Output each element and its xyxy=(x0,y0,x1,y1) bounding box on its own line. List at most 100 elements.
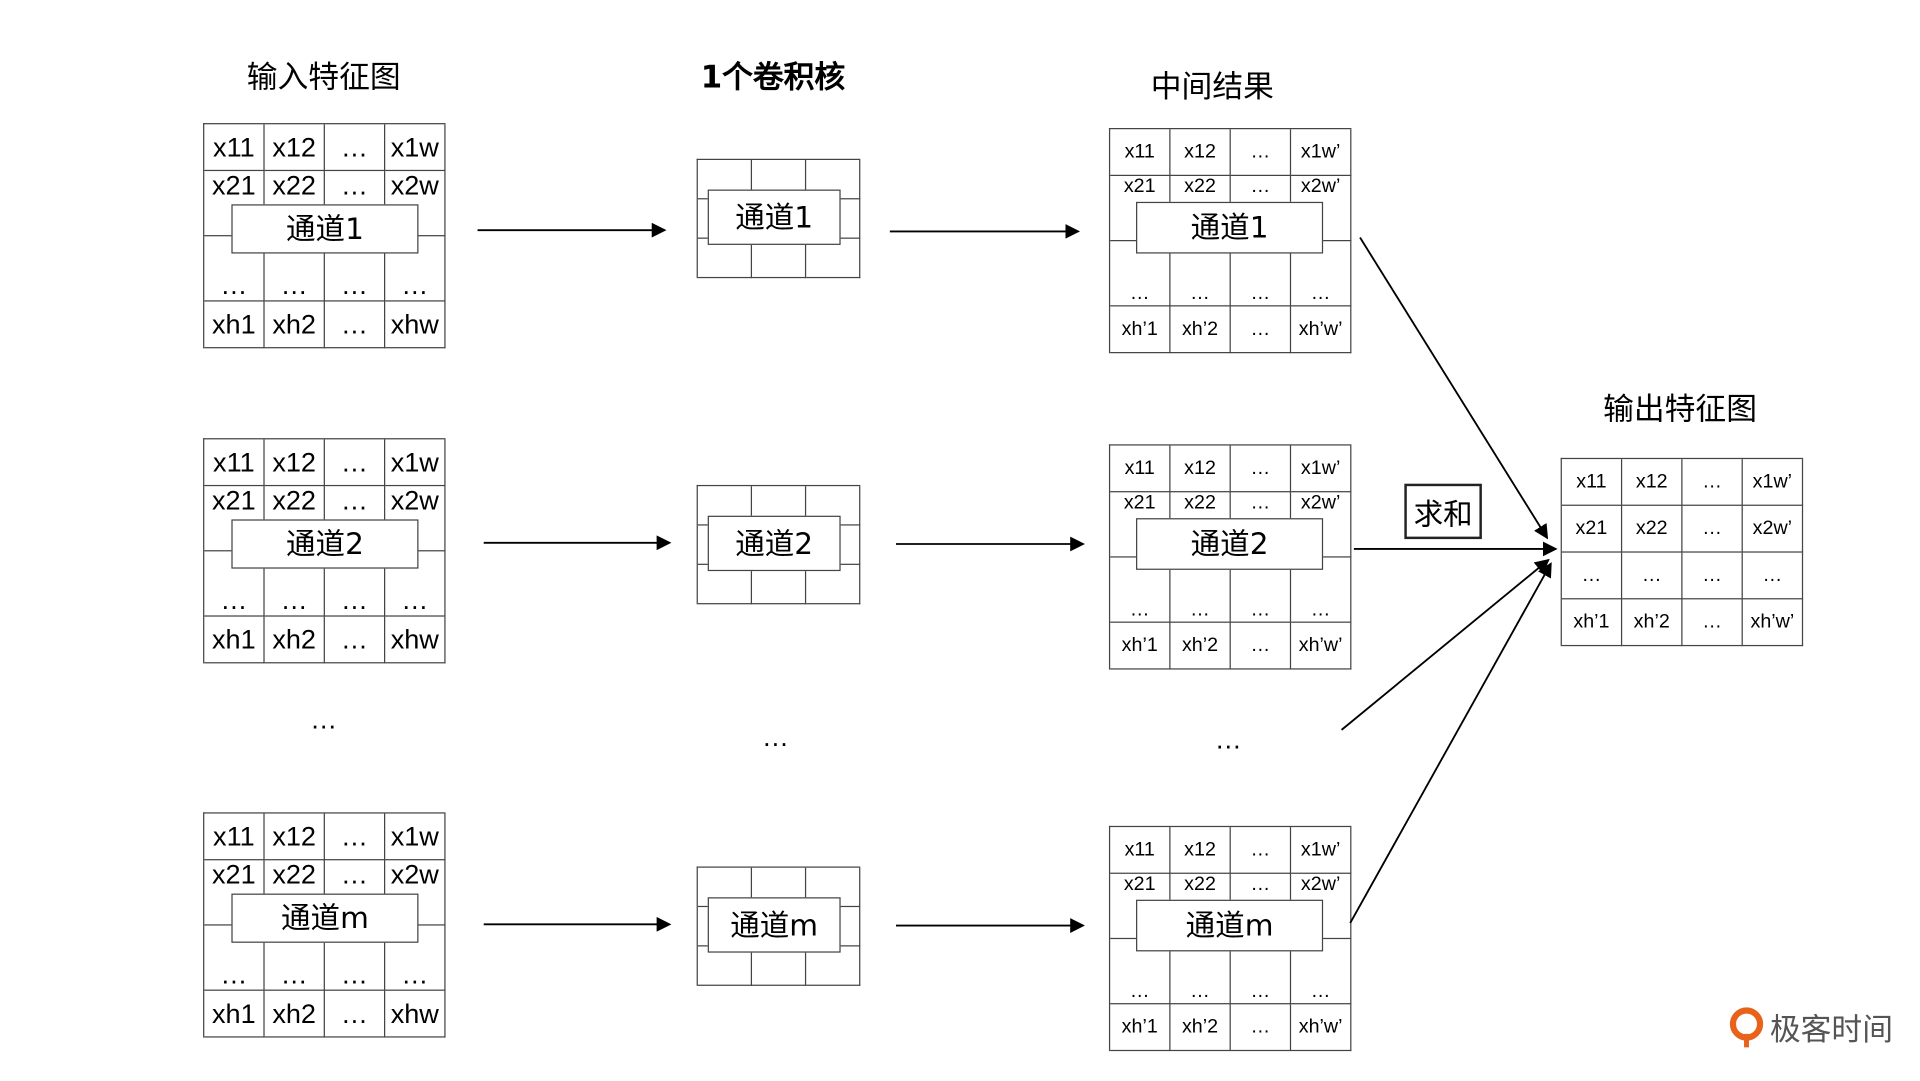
grid-cell: … xyxy=(1682,505,1743,553)
grid-cell: … xyxy=(1230,129,1292,177)
grid-cell: x21 xyxy=(204,171,265,237)
grid-cell: x12 xyxy=(264,124,325,172)
grid-cell: x11 xyxy=(204,813,265,861)
grid-cell: xh’1 xyxy=(1110,622,1171,670)
grid-cell: xh1 xyxy=(204,616,265,664)
arrow xyxy=(1349,562,1552,924)
grid-cell: xh2 xyxy=(264,301,325,349)
input-channel-label: 通道2 xyxy=(231,519,419,569)
arrow xyxy=(1340,558,1550,731)
ellipsis-kernel: … xyxy=(761,721,789,753)
grid-cell: xh’1 xyxy=(1561,599,1623,647)
grid-cell: … xyxy=(204,551,265,617)
grid-cell: xh’w’ xyxy=(1291,622,1352,670)
grid-cell: x1w’ xyxy=(1291,445,1352,493)
grid-cell: x1w’ xyxy=(1291,827,1352,874)
grid-cell: x12 xyxy=(1170,129,1231,177)
grid-cell: … xyxy=(1682,459,1743,506)
grid-cell xyxy=(752,238,807,279)
grid-cell: … xyxy=(204,236,265,302)
grid-cell: … xyxy=(1291,241,1352,307)
grid-cell: x21 xyxy=(204,860,265,926)
grid-cell: … xyxy=(1622,552,1683,600)
grid-cell: … xyxy=(324,439,386,487)
grid-cell: … xyxy=(324,551,386,617)
grid-cell: x12 xyxy=(264,439,325,487)
kernel-channel-label: 通道1 xyxy=(707,189,841,245)
grid-cell: x1w’ xyxy=(1742,459,1804,506)
grid-cell: xh2 xyxy=(264,990,325,1038)
grid-cell: xh’2 xyxy=(1170,622,1231,670)
grid-cell: … xyxy=(264,236,325,302)
grid-cell: … xyxy=(264,551,325,617)
grid-cell: … xyxy=(1170,241,1231,307)
grid-cell: … xyxy=(1682,552,1743,600)
grid-cell: x1w’ xyxy=(1291,129,1352,177)
title-output-feature-map: 输出特征图 xyxy=(1603,391,1757,428)
input-channel-label: 通道m xyxy=(231,893,419,943)
grid-cell: … xyxy=(324,813,386,861)
grid-cell: … xyxy=(1230,827,1292,874)
grid-cell: xh’w’ xyxy=(1291,1004,1352,1052)
grid-cell: xhw xyxy=(385,616,446,664)
grid-cell xyxy=(697,564,753,605)
logo-text: 极客时间 xyxy=(1769,1011,1893,1048)
grid-cell: x2w xyxy=(385,486,446,552)
grid-cell: xhw xyxy=(385,990,446,1038)
grid-cell: … xyxy=(1230,622,1292,670)
grid-cell: x22 xyxy=(1622,505,1683,553)
grid-cell: … xyxy=(324,616,386,664)
grid-cell: … xyxy=(1230,306,1292,354)
grid-cell: xh’1 xyxy=(1110,306,1171,354)
grid-cell xyxy=(806,238,861,279)
grid-cell: x2w’ xyxy=(1742,505,1804,553)
grid-cell: xh1 xyxy=(204,990,265,1038)
grid-cell: … xyxy=(1170,939,1231,1005)
grid-cell: x11 xyxy=(1110,129,1171,177)
input-channel-label: 通道1 xyxy=(231,204,419,254)
grid-cell xyxy=(697,238,753,279)
grid-cell: … xyxy=(264,925,325,991)
grid-cell: xh’2 xyxy=(1622,599,1683,647)
logo-icon xyxy=(1729,1007,1764,1048)
grid-cell: xh’2 xyxy=(1170,306,1231,354)
grid-cell: … xyxy=(1110,557,1171,623)
grid-cell: … xyxy=(1230,557,1292,623)
grid-cell: … xyxy=(1291,939,1352,1005)
grid-cell: … xyxy=(324,124,386,172)
grid-cell: xh2 xyxy=(264,616,325,664)
grid-cell: x21 xyxy=(1561,505,1623,553)
grid-cell: … xyxy=(324,236,386,302)
grid-cell: x12 xyxy=(1170,827,1231,874)
logo: 极客时间 xyxy=(1728,1006,1893,1050)
intermediate-channel-label: 通道1 xyxy=(1136,201,1324,254)
grid-cell: x12 xyxy=(1622,459,1683,506)
intermediate-channel-label: 通道m xyxy=(1136,899,1324,952)
title-input-feature-map: 输入特征图 xyxy=(246,59,401,95)
grid-cell: … xyxy=(385,925,446,991)
grid-cell: … xyxy=(385,551,446,617)
grid-cell xyxy=(806,564,861,605)
ellipsis-intermediate: … xyxy=(1214,723,1242,755)
grid-cell: … xyxy=(1230,241,1292,307)
kernel-channel-label: 通道m xyxy=(707,897,841,953)
grid-cell: … xyxy=(1230,1004,1292,1052)
grid-cell: xh’w’ xyxy=(1742,599,1804,647)
grid-cell: … xyxy=(1110,939,1171,1005)
grid-cell: xhw xyxy=(385,301,446,349)
kernel-channel-label: 通道2 xyxy=(707,515,841,572)
grid-cell: xh’w’ xyxy=(1291,306,1352,354)
grid-cell: … xyxy=(1742,552,1804,600)
sum-label: 求和 xyxy=(1404,483,1482,540)
grid-cell: x11 xyxy=(204,439,265,487)
grid-cell: … xyxy=(1230,445,1292,493)
grid-cell: … xyxy=(1291,557,1352,623)
grid-cell xyxy=(697,946,753,986)
grid-cell: x1w xyxy=(385,124,446,172)
grid-cell: … xyxy=(1682,599,1743,647)
grid-cell: x11 xyxy=(204,124,265,172)
grid-cell: x12 xyxy=(264,813,325,861)
intermediate-channel-label: 通道2 xyxy=(1136,518,1324,570)
title-kernel: 1个卷积核 xyxy=(700,59,846,95)
